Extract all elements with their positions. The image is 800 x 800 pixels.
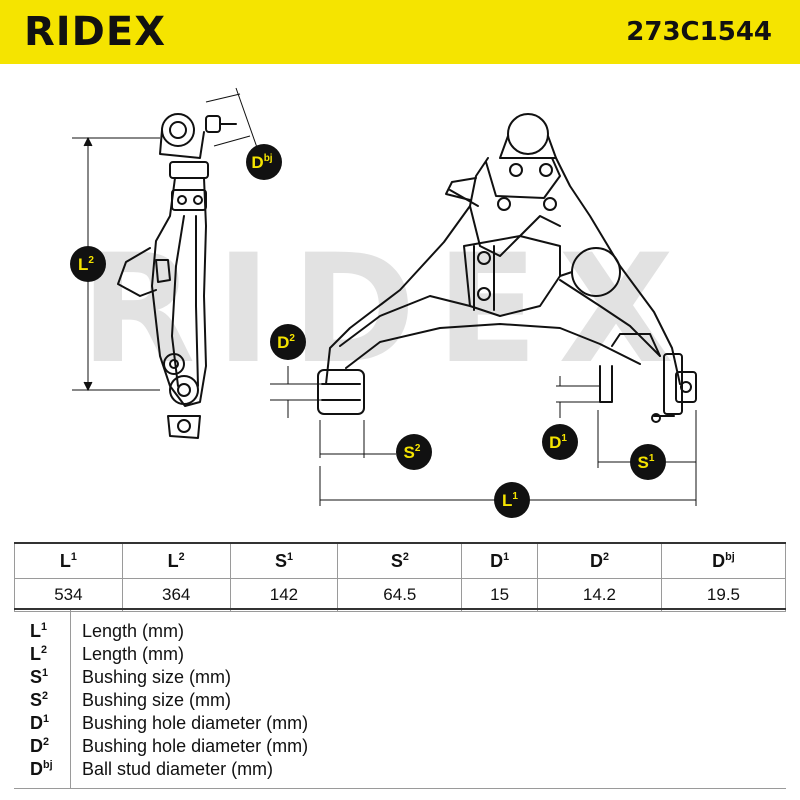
specs-value-l2: 364 — [121, 578, 231, 612]
header-bar: RIDEX 273C1544 — [0, 0, 800, 64]
svg-text:D2: D2 — [277, 333, 295, 352]
legend-desc: Ball stud diameter (mm) — [82, 759, 274, 779]
legend-code: L2 — [30, 644, 48, 664]
top-view — [317, 113, 697, 423]
badge-l1: L1 — [494, 482, 530, 518]
legend-row-dbj: Dbj Ball stud diameter (mm) — [14, 758, 786, 781]
legend-code: D2 — [30, 736, 50, 756]
specs-header-d1: D1 — [461, 542, 538, 579]
specs-value-d2: 14.2 — [536, 578, 662, 612]
specs-value-row: 534 364 142 64.5 15 14.2 19.5 — [14, 578, 787, 612]
legend-row-l2: L2 Length (mm) — [14, 643, 786, 666]
specs-value-s2: 64.5 — [337, 578, 463, 612]
specs-value-d1: 15 — [461, 578, 538, 612]
specs-header-dbj: Dbj — [660, 542, 787, 579]
specs-value-dbj: 19.5 — [660, 578, 787, 612]
specs-header-row: L1 L2 S1 S2 D1 D2 Dbj — [14, 542, 787, 579]
legend-code: L1 — [30, 621, 48, 641]
legend-code: Dbj — [30, 759, 53, 779]
legend-row-s1: S1 Bushing size (mm) — [14, 666, 786, 689]
legend-code: S1 — [30, 667, 49, 687]
badge-s2: S2 — [396, 434, 432, 470]
specs-header-s2: S2 — [337, 542, 463, 579]
legend-desc: Bushing hole diameter (mm) — [82, 736, 309, 756]
side-view — [117, 113, 237, 439]
legend-desc: Bushing size (mm) — [82, 690, 232, 710]
specs-value-s1: 142 — [229, 578, 339, 612]
svg-text:L2: L2 — [78, 255, 94, 274]
specs-header-d2: D2 — [536, 542, 662, 579]
legend-code: D1 — [30, 713, 50, 733]
legend-row-l1: L1 Length (mm) — [14, 620, 786, 643]
svg-text:D1: D1 — [549, 433, 567, 452]
specs-table: L1 L2 S1 S2 D1 D2 Dbj 534 364 142 64.5 1… — [14, 542, 787, 612]
legend-desc: Bushing size (mm) — [82, 667, 232, 687]
brand-logo: RIDEX — [24, 9, 167, 55]
part-number: 273C1544 — [626, 17, 772, 47]
legend-desc: Bushing hole diameter (mm) — [82, 713, 309, 733]
legend-code: S2 — [30, 690, 49, 710]
legend-desc: Length (mm) — [82, 621, 185, 641]
specs-header-s1: S1 — [229, 542, 339, 579]
specs-value-l1: 534 — [14, 578, 123, 612]
legend-row-d1: D1 Bushing hole diameter (mm) — [14, 712, 786, 735]
badge-d2: D2 — [270, 324, 306, 360]
svg-text:L1: L1 — [502, 491, 518, 510]
dimension-badges: Dbj L2 D2 S2 D1 S1 L1 — [70, 144, 666, 518]
badge-dbj: Dbj — [246, 144, 282, 180]
badge-s1: S1 — [630, 444, 666, 480]
legend-desc: Length (mm) — [82, 644, 185, 664]
badge-d1: D1 — [542, 424, 578, 460]
badge-l2: L2 — [70, 246, 106, 282]
specs-header-l2: L2 — [121, 542, 231, 579]
specs-header-l1: L1 — [14, 542, 123, 579]
svg-text:S1: S1 — [638, 453, 655, 472]
svg-text:S2: S2 — [404, 443, 421, 462]
legend-divider — [70, 610, 71, 788]
technical-drawing: RIDEX — [70, 87, 697, 518]
legend-row-s2: S2 Bushing size (mm) — [14, 689, 786, 712]
legend-row-d2: D2 Bushing hole diameter (mm) — [14, 735, 786, 758]
legend: L1 Length (mm) L2 Length (mm) S1 Bushing… — [14, 608, 786, 789]
svg-text:Dbj: Dbj — [251, 153, 272, 172]
